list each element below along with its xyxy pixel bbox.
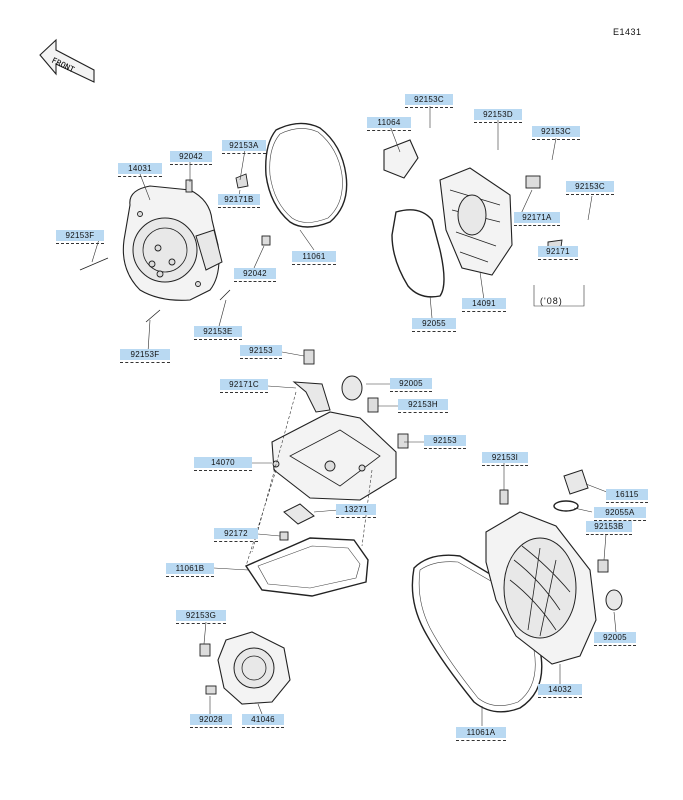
callout-92042-bot[interactable]: 92042 (234, 268, 276, 282)
callout-92005-low[interactable]: 92005 (594, 632, 636, 646)
callout-92153f-bot[interactable]: 92153F (120, 349, 170, 363)
gasket-11061 (265, 122, 348, 228)
callout-14070[interactable]: 14070 (194, 457, 252, 471)
callout-92153c-top[interactable]: 92153C (405, 94, 453, 108)
callout-92028[interactable]: 92028 (190, 714, 232, 728)
callout-14031[interactable]: 14031 (118, 163, 162, 177)
callout-92153c-right[interactable]: 92153C (532, 126, 580, 140)
plug-92005 (341, 375, 363, 401)
cover-14070 (271, 411, 397, 501)
dowel-92028 (205, 685, 217, 695)
o-ring-92055a (553, 500, 579, 512)
gasket-92055 (391, 209, 445, 298)
callout-92005[interactable]: 92005 (390, 378, 432, 392)
callout-92171b[interactable]: 92171B (218, 194, 260, 208)
callout-92171[interactable]: 92171 (538, 246, 578, 260)
callout-92153c-far[interactable]: 92153C (566, 181, 614, 195)
year-note: ('08) (540, 296, 563, 306)
callout-92153h[interactable]: 92153H (398, 399, 448, 413)
callout-11061b[interactable]: 11061B (166, 563, 214, 577)
pulser-cover-14091 (439, 167, 513, 276)
front-direction-arrow: FRONT (39, 38, 95, 83)
callout-92055a[interactable]: 92055A (594, 507, 646, 521)
clamp-92171a (525, 175, 541, 189)
callout-92042-top[interactable]: 92042 (170, 151, 212, 165)
callout-11061a[interactable]: 11061A (456, 727, 506, 741)
bracket-92171c (292, 381, 331, 413)
bolt-92153g (199, 643, 211, 657)
gasket-11061b (244, 537, 369, 597)
seal-92005-low (605, 589, 623, 611)
callout-92055[interactable]: 92055 (412, 318, 456, 332)
figure-code: E1431 (613, 27, 642, 37)
callout-92171c[interactable]: 92171C (220, 379, 268, 393)
callout-92171a[interactable]: 92171A (514, 212, 560, 226)
callout-92153a[interactable]: 92153A (222, 140, 266, 154)
dowel-92172 (279, 531, 289, 541)
callout-92153-mid[interactable]: 92153 (240, 345, 282, 359)
callout-16115[interactable]: 16115 (606, 489, 648, 503)
cover-41046 (217, 631, 291, 705)
bracket-11064 (383, 139, 419, 179)
callout-11061[interactable]: 11061 (292, 251, 336, 265)
callout-92153-right[interactable]: 92153 (424, 435, 466, 449)
clutch-cover-14032 (485, 511, 597, 665)
callout-14091[interactable]: 14091 (462, 298, 506, 312)
callout-41046[interactable]: 41046 (242, 714, 284, 728)
callout-92153d[interactable]: 92153D (474, 109, 522, 123)
dowel-92042-top (185, 179, 193, 193)
callout-92153e[interactable]: 92153E (194, 326, 242, 340)
callout-92153f-left[interactable]: 92153F (56, 230, 104, 244)
callout-14032[interactable]: 14032 (538, 684, 582, 698)
alternator-cover-14031 (122, 185, 223, 301)
callout-92153b[interactable]: 92153B (586, 521, 632, 535)
leader-lines (91, 106, 617, 726)
plate-13271 (283, 503, 315, 525)
callout-11064[interactable]: 11064 (367, 117, 411, 131)
dowel-92042-bot (261, 235, 271, 246)
callout-92172[interactable]: 92172 (214, 528, 258, 542)
callout-92153g[interactable]: 92153G (176, 610, 226, 624)
callout-13271[interactable]: 13271 (336, 504, 376, 518)
cap-16115 (563, 469, 589, 495)
callout-92153i[interactable]: 92153I (482, 452, 528, 466)
clamp-92171b (235, 173, 249, 189)
